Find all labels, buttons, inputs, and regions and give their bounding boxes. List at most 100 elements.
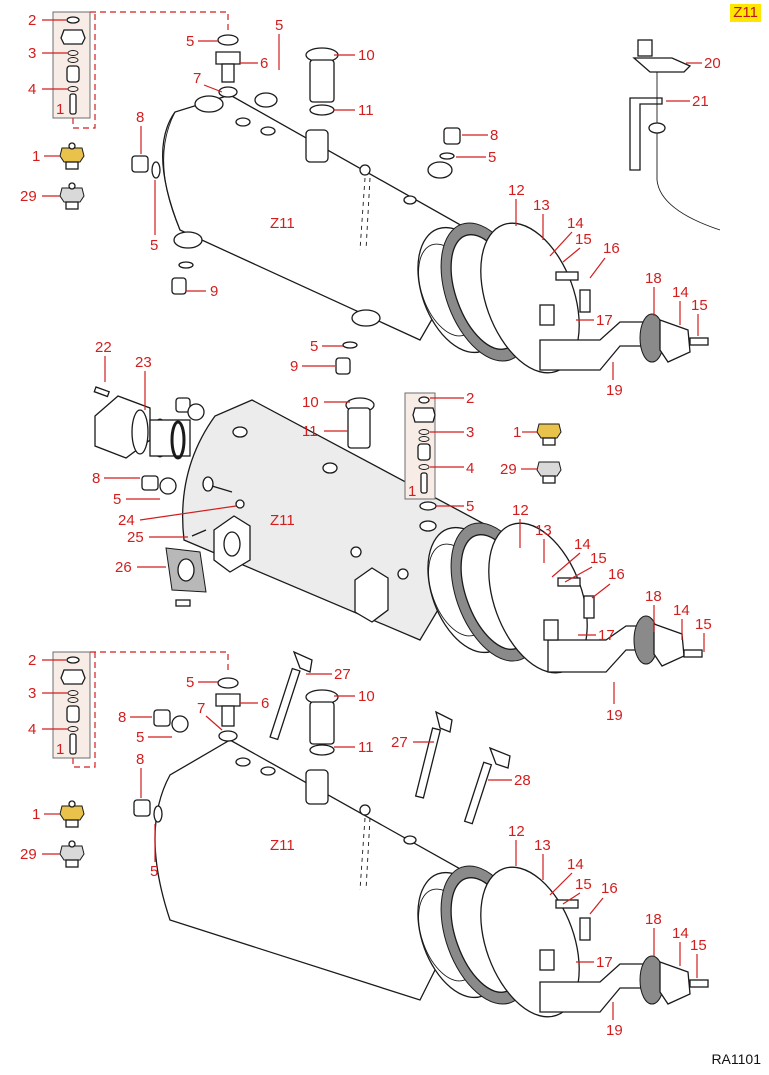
callout-label: 5 xyxy=(113,491,121,508)
boiler-label: Z11 xyxy=(270,215,295,232)
gold-valve-part-1[interactable] xyxy=(59,142,85,170)
callout-label: 4 xyxy=(28,721,36,738)
callout-label: 14 xyxy=(672,284,689,301)
callout-label: 2 xyxy=(28,652,36,669)
thermostat-probe-20-21[interactable] xyxy=(629,39,721,231)
callout-label: 1 xyxy=(56,101,64,118)
callout-label: 13 xyxy=(534,837,551,854)
pressure-valve-10-bottom[interactable] xyxy=(305,689,339,756)
callout-label: 28 xyxy=(514,772,531,789)
callout-label: 29 xyxy=(20,188,37,205)
leader-line xyxy=(589,257,606,279)
top-boiler-assembly: 2 3 4 1 1 29 5 6 7 5 10 11 8 8 5 5 9 5 9 xyxy=(20,11,721,399)
kit-dashed-link xyxy=(72,12,96,129)
gold-valve-part-1-bottom[interactable] xyxy=(59,800,85,828)
pressure-valve-10-middle[interactable] xyxy=(345,397,375,449)
callout-label: 29 xyxy=(20,846,37,863)
valve-kit-parts xyxy=(60,656,86,755)
callout-label: 15 xyxy=(690,937,707,954)
callout-label: 5 xyxy=(136,729,144,746)
callout-label: 13 xyxy=(533,197,550,214)
callout-label: 19 xyxy=(606,1022,623,1039)
probe-28[interactable] xyxy=(463,746,511,825)
callout-label: 3 xyxy=(466,424,474,441)
callout-label: 29 xyxy=(500,461,517,478)
callout-label: 27 xyxy=(391,734,408,751)
callout-label: 15 xyxy=(590,550,607,567)
callout-label: 17 xyxy=(596,312,613,329)
reference-code: RA1101 xyxy=(711,1051,761,1067)
heating-element-middle[interactable] xyxy=(434,510,703,687)
callout-label: 10 xyxy=(358,688,375,705)
callout-label: 15 xyxy=(575,231,592,248)
callout-label: 23 xyxy=(135,354,152,371)
callout-label: 6 xyxy=(260,55,268,72)
callout-label: 2 xyxy=(28,12,36,29)
valve-kit-parts xyxy=(60,16,86,115)
leader-line xyxy=(564,566,593,583)
callout-label: 22 xyxy=(95,339,112,356)
pressure-valve-10[interactable] xyxy=(305,47,339,116)
mounting-plate-24-25-26[interactable] xyxy=(165,476,389,623)
callout-label: 6 xyxy=(261,695,269,712)
callout-label: 8 xyxy=(136,109,144,126)
callout-label: 14 xyxy=(672,925,689,942)
callout-label: 13 xyxy=(535,522,552,539)
callout-label: 5 xyxy=(150,237,158,254)
fitting-8-bottom[interactable] xyxy=(133,709,189,823)
callout-label: 14 xyxy=(574,536,591,553)
element-flange-23[interactable] xyxy=(93,386,191,460)
section-tag: Z11 xyxy=(730,4,761,22)
callout-label: 15 xyxy=(575,876,592,893)
callout-label: 9 xyxy=(210,283,218,300)
leader-line xyxy=(139,505,237,521)
kit-dashed-link xyxy=(90,651,229,672)
fitting-8-middle[interactable] xyxy=(141,397,205,495)
callout-label: 21 xyxy=(692,93,709,110)
callout-label: 10 xyxy=(358,47,375,64)
middle-boiler-assembly: 22 23 10 11 2 3 4 1 5 1 29 8 5 24 25 26 … xyxy=(92,339,712,724)
leader-line xyxy=(589,897,604,915)
callout-label: 8 xyxy=(118,709,126,726)
callout-label: 19 xyxy=(606,382,623,399)
leader-line xyxy=(551,552,581,578)
callout-label: 18 xyxy=(645,911,662,928)
valve-kit-middle[interactable] xyxy=(404,392,437,511)
heating-element-top[interactable] xyxy=(424,210,709,387)
bottom-boiler-assembly: 2 3 4 1 5 6 27 10 8 5 7 11 27 28 8 1 29 … xyxy=(20,650,709,1039)
callout-label: 8 xyxy=(490,127,498,144)
callout-label: 27 xyxy=(334,666,351,683)
leader-line xyxy=(549,872,573,896)
probe-27-b[interactable] xyxy=(414,710,453,799)
heating-element-bottom[interactable] xyxy=(424,854,709,1031)
callout-label: 16 xyxy=(608,566,625,583)
leader-line xyxy=(549,231,573,257)
leader-line xyxy=(562,892,581,905)
callout-label: 14 xyxy=(567,856,584,873)
silver-valve-part-29-middle[interactable] xyxy=(536,461,562,484)
fitting-6-bottom[interactable] xyxy=(215,677,241,742)
callout-label: 1 xyxy=(56,741,64,758)
silver-valve-part-29-bottom[interactable] xyxy=(59,840,85,868)
callout-label: 11 xyxy=(358,102,374,119)
fitting-8-right[interactable] xyxy=(439,127,461,160)
callout-label: 8 xyxy=(92,470,100,487)
callout-label: 17 xyxy=(596,954,613,971)
callout-label: 1 xyxy=(513,424,521,441)
drain-9-right[interactable] xyxy=(335,341,358,375)
fitting-8-left[interactable] xyxy=(131,155,161,179)
gold-valve-part-1-middle[interactable] xyxy=(536,423,562,446)
callout-label: 9 xyxy=(290,358,298,375)
callout-label: 16 xyxy=(601,880,618,897)
probe-27-a[interactable] xyxy=(269,650,313,741)
callout-label: 3 xyxy=(28,685,36,702)
drain-9-left[interactable] xyxy=(171,261,194,295)
callout-label: 4 xyxy=(466,460,474,477)
fitting-6[interactable] xyxy=(215,34,241,98)
callout-label: 2 xyxy=(466,390,474,407)
callout-label: 16 xyxy=(603,240,620,257)
callout-label: 11 xyxy=(358,739,374,756)
callout-label: 1 xyxy=(32,806,40,823)
silver-valve-part-29[interactable] xyxy=(59,182,85,210)
